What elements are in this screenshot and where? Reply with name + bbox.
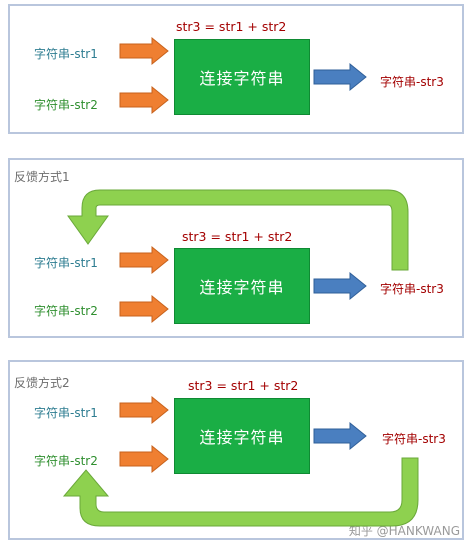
formula-3: str3 = str1 + str2 [188, 378, 299, 393]
concat-block-2: 连接字符串 [174, 248, 310, 324]
input-label-str2-2: 字符串-str2 [34, 304, 98, 318]
input-label-str1-3: 字符串-str1 [34, 406, 98, 420]
output-label-str3-1: 字符串-str3 [380, 75, 444, 89]
input-label-str1-2: 字符串-str1 [34, 256, 98, 270]
panel-title-3: 反馈方式2 [14, 376, 70, 390]
input-label-str2-3: 字符串-str2 [34, 454, 98, 468]
watermark: 知乎 @HANKWANG [348, 524, 460, 538]
output-label-str3-3: 字符串-str3 [382, 432, 446, 446]
concat-block-3: 连接字符串 [174, 398, 310, 474]
panel-title-2: 反馈方式1 [14, 170, 70, 184]
concat-block-1: 连接字符串 [174, 39, 310, 115]
output-label-str3-2: 字符串-str3 [380, 282, 444, 296]
formula-1: str3 = str1 + str2 [176, 19, 287, 34]
formula-2: str3 = str1 + str2 [182, 229, 293, 244]
input-label-str2-1: 字符串-str2 [34, 98, 98, 112]
input-label-str1-1: 字符串-str1 [34, 47, 98, 61]
